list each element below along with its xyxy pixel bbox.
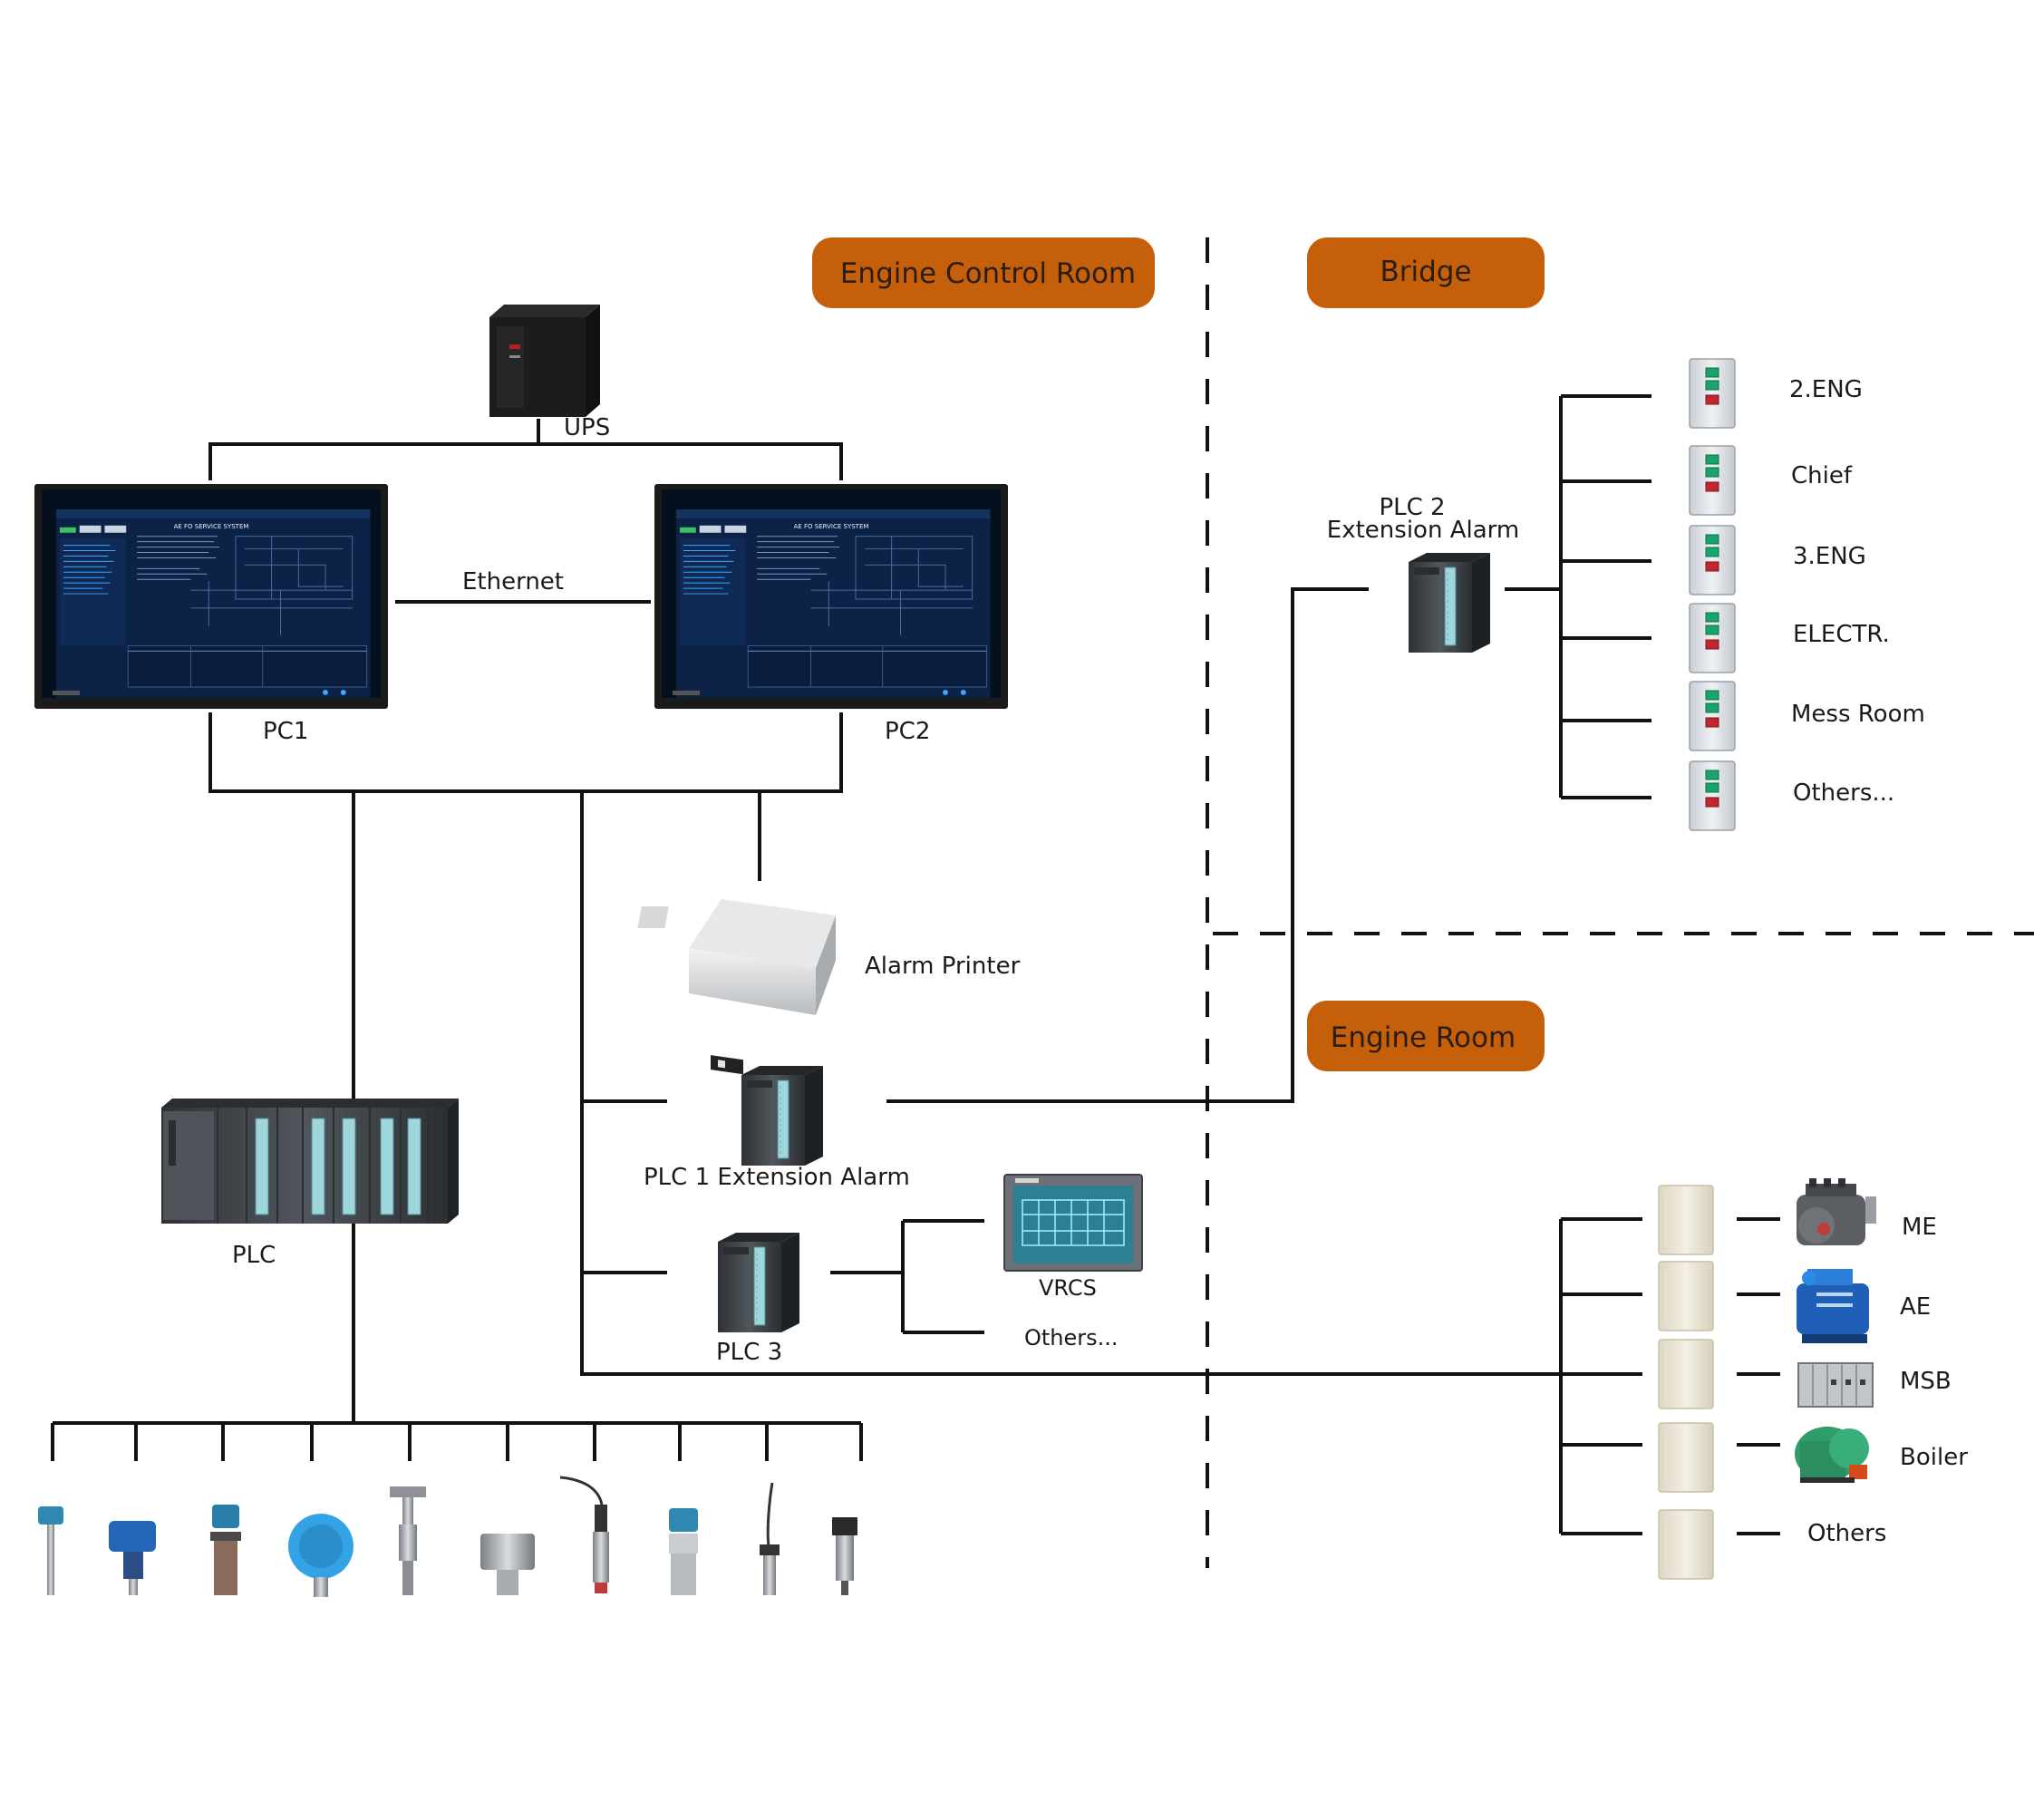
io-box-icon[interactable] xyxy=(1658,1509,1714,1580)
alarm-panel-icon[interactable] xyxy=(1689,358,1736,429)
engine-room-list: ME AE MSB Boiler Others xyxy=(1658,1178,1968,1580)
engine-room-item-label: MSB xyxy=(1900,1368,1952,1395)
pc2-label: PC2 xyxy=(885,718,930,745)
alarm-printer-label: Alarm Printer xyxy=(865,953,1021,980)
engine-room-item-label: ME xyxy=(1902,1214,1937,1241)
zone-badge-ecr: Engine Control Room xyxy=(812,237,1155,308)
pc1-monitor[interactable]: AE FO SERVICE SYSTEM xyxy=(34,484,388,709)
sensor-icon xyxy=(760,1482,780,1595)
plc2-label-line1: PLC 2 xyxy=(1379,494,1445,521)
alarm-panel-icon[interactable] xyxy=(1689,760,1736,831)
engine-room-item-label: Others xyxy=(1807,1520,1886,1547)
aux-engine-icon xyxy=(1797,1269,1869,1343)
plc-rack-icon[interactable] xyxy=(161,1099,459,1224)
io-box-icon[interactable] xyxy=(1658,1261,1714,1331)
pc1-label: PC1 xyxy=(263,718,308,745)
vrcs-label: VRCS xyxy=(1039,1275,1097,1301)
alarm-panel-icon[interactable] xyxy=(1689,445,1736,516)
zone-label-engine-room: Engine Room xyxy=(1331,1021,1516,1054)
pc2-screen-title: AE FO SERVICE SYSTEM xyxy=(794,523,869,530)
plc3-module-icon[interactable] xyxy=(717,1232,800,1333)
sensor-icon xyxy=(288,1514,354,1597)
boiler-icon xyxy=(1795,1427,1869,1483)
sensor-icon xyxy=(390,1486,426,1595)
sensor-icon xyxy=(559,1476,609,1593)
switchboard-icon xyxy=(1797,1362,1874,1408)
sensor-icon xyxy=(38,1506,63,1595)
pc2-monitor[interactable]: AE FO SERVICE SYSTEM xyxy=(654,484,1008,709)
printer-icon[interactable] xyxy=(637,899,836,1075)
io-box-icon[interactable] xyxy=(1658,1185,1714,1255)
bridge-panel-label: 3.ENG xyxy=(1793,543,1866,570)
wiring xyxy=(51,394,1780,1535)
alarm-panel-icon[interactable] xyxy=(1689,681,1736,751)
bridge-panel-list: 2.ENG Chief 3.ENG ELECTR. Mess Room Othe… xyxy=(1689,358,1925,831)
ethernet-label: Ethernet xyxy=(462,568,564,595)
io-box-icon[interactable] xyxy=(1658,1339,1714,1409)
plc1-module-icon[interactable] xyxy=(741,1065,824,1167)
sensor-icon xyxy=(832,1517,857,1595)
sensor-icon xyxy=(480,1534,535,1595)
ups-label: UPS xyxy=(564,414,610,441)
sensor-icon xyxy=(109,1521,156,1595)
main-engine-icon xyxy=(1797,1178,1876,1245)
engine-room-item-label: AE xyxy=(1900,1293,1931,1321)
vrcs-others-label: Others... xyxy=(1024,1325,1119,1350)
alarm-panel-icon[interactable] xyxy=(1689,603,1736,673)
zone-label-ecr: Engine Control Room xyxy=(840,257,1136,290)
bridge-panel-label: Mess Room xyxy=(1791,701,1925,728)
zone-label-bridge: Bridge xyxy=(1380,256,1471,288)
zone-badge-engine-room: Engine Room xyxy=(1307,1001,1545,1071)
engine-room-item-label: Boiler xyxy=(1900,1444,1968,1471)
plc3-label: PLC 3 xyxy=(716,1339,782,1366)
plc2-label-line2: Extension Alarm xyxy=(1327,517,1519,544)
bridge-panel-label: Others... xyxy=(1793,779,1894,807)
pc1-screen-title: AE FO SERVICE SYSTEM xyxy=(174,523,249,530)
sensor-icon xyxy=(210,1505,241,1595)
zone-badge-bridge: Bridge xyxy=(1307,237,1545,308)
alarm-panel-icon[interactable] xyxy=(1689,525,1736,595)
sensor-row xyxy=(38,1476,857,1597)
plc-label: PLC xyxy=(232,1242,276,1269)
ups-icon xyxy=(489,305,600,417)
plc1-label: PLC 1 Extension Alarm xyxy=(644,1164,910,1191)
bridge-panel-label: 2.ENG xyxy=(1789,376,1863,403)
io-box-icon[interactable] xyxy=(1658,1422,1714,1493)
hmi-panel-icon[interactable] xyxy=(1003,1174,1143,1272)
sensor-icon xyxy=(669,1508,698,1595)
bridge-panel-label: Chief xyxy=(1791,462,1853,489)
plc2-module-icon[interactable] xyxy=(1408,552,1491,653)
bridge-panel-label: ELECTR. xyxy=(1793,621,1890,648)
